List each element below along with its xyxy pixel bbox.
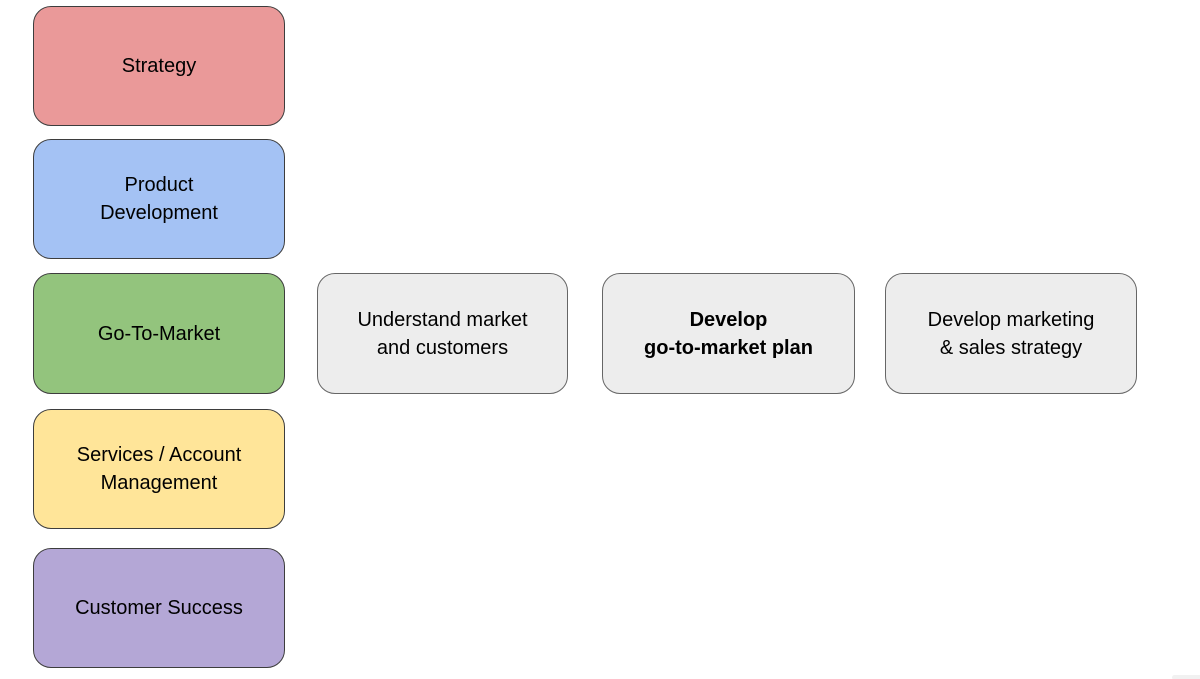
box-services-account-management: Services / Account Management: [33, 409, 285, 529]
box-product-development: Product Development: [33, 139, 285, 259]
box-go-to-market-label: Go-To-Market: [97, 322, 221, 345]
box-develop-marketing-sales-strategy-label: Develop marketing & sales strategy: [927, 308, 1095, 359]
box-customer-success-label: Customer Success: [75, 597, 243, 619]
box-product-development-label: Product Development: [100, 174, 218, 224]
box-customer-success: Customer Success: [33, 548, 285, 668]
box-understand-market-and-customers: Understand market and customers: [317, 273, 568, 394]
box-understand-market-and-customers-label: Understand market and customers: [357, 308, 528, 359]
box-strategy-label: Strategy: [121, 55, 197, 77]
box-services-account-management-label: Services / Account Management: [76, 444, 242, 494]
box-go-to-market: Go-To-Market: [33, 273, 285, 394]
box-strategy: Strategy: [33, 6, 285, 126]
cutoff-element-bottom-right: [1172, 675, 1200, 679]
box-develop-go-to-market-plan-label: Develop go-to-market plan: [644, 308, 813, 359]
box-develop-marketing-sales-strategy: Develop marketing & sales strategy: [885, 273, 1137, 394]
box-develop-go-to-market-plan: Develop go-to-market plan: [602, 273, 855, 394]
